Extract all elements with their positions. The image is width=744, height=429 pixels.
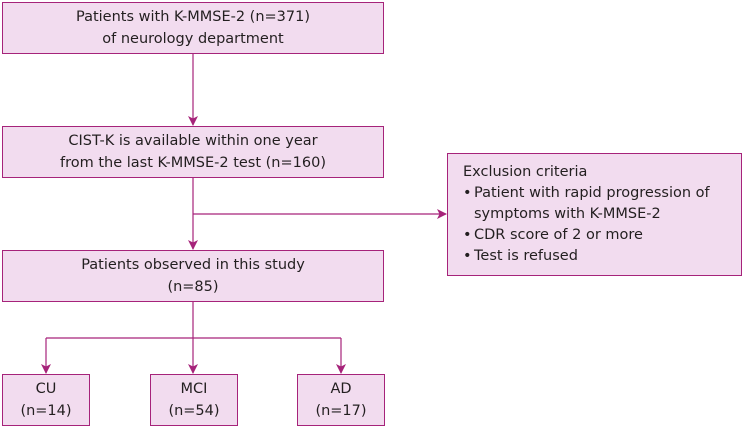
cu-count: (n=14) (20, 403, 72, 419)
patients-kmmse-box: Patients with K-MMSE-2 (n=371) of neurol… (2, 2, 384, 54)
exclusion-item-rapid-progression-cont: symptoms with K-MMSE-2 (463, 204, 661, 225)
ad-count: (n=17) (315, 403, 367, 419)
patients-kmmse-line2: of neurology department (102, 31, 284, 47)
observed-line1: Patients observed in this study (81, 257, 305, 273)
exclusion-item2-text: CDR score of 2 or more (474, 227, 643, 243)
exclusion-item1-line2: symptoms with K-MMSE-2 (474, 206, 661, 222)
patients-kmmse-line1: Patients with K-MMSE-2 (n=371) (75, 9, 311, 25)
exclusion-item-cdr-score: • CDR score of 2 or more (463, 225, 643, 246)
ad-group-box: AD (n=17) (297, 374, 385, 426)
cu-group-box: CU (n=14) (2, 374, 90, 426)
bullet-icon: • (463, 227, 472, 243)
exclusion-item-rapid-progression: • Patient with rapid progression of (463, 183, 710, 204)
mci-label: MCI (180, 381, 208, 397)
ad-label: AD (330, 381, 352, 397)
cist-k-available-box: CIST-K is available within one year from… (2, 126, 384, 178)
cu-label: CU (35, 381, 57, 397)
cist-k-line1: CIST-K is available within one year (68, 133, 318, 149)
exclusion-title: Exclusion criteria (463, 164, 588, 180)
mci-group-box: MCI (n=54) (150, 374, 238, 426)
bullet-icon: • (463, 248, 472, 264)
exclusion-criteria-box: Exclusion criteria • Patient with rapid … (447, 153, 742, 276)
patients-observed-box: Patients observed in this study (n=85) (2, 250, 384, 302)
exclusion-item-test-refused: • Test is refused (463, 246, 578, 267)
exclusion-item1-line1: Patient with rapid progression of (474, 185, 710, 201)
bullet-icon: • (463, 185, 472, 201)
exclusion-item3-text: Test is refused (474, 248, 578, 264)
cist-k-line2: from the last K-MMSE-2 test (n=160) (60, 155, 326, 171)
mci-count: (n=54) (168, 403, 220, 419)
observed-line2: (n=85) (167, 279, 219, 295)
